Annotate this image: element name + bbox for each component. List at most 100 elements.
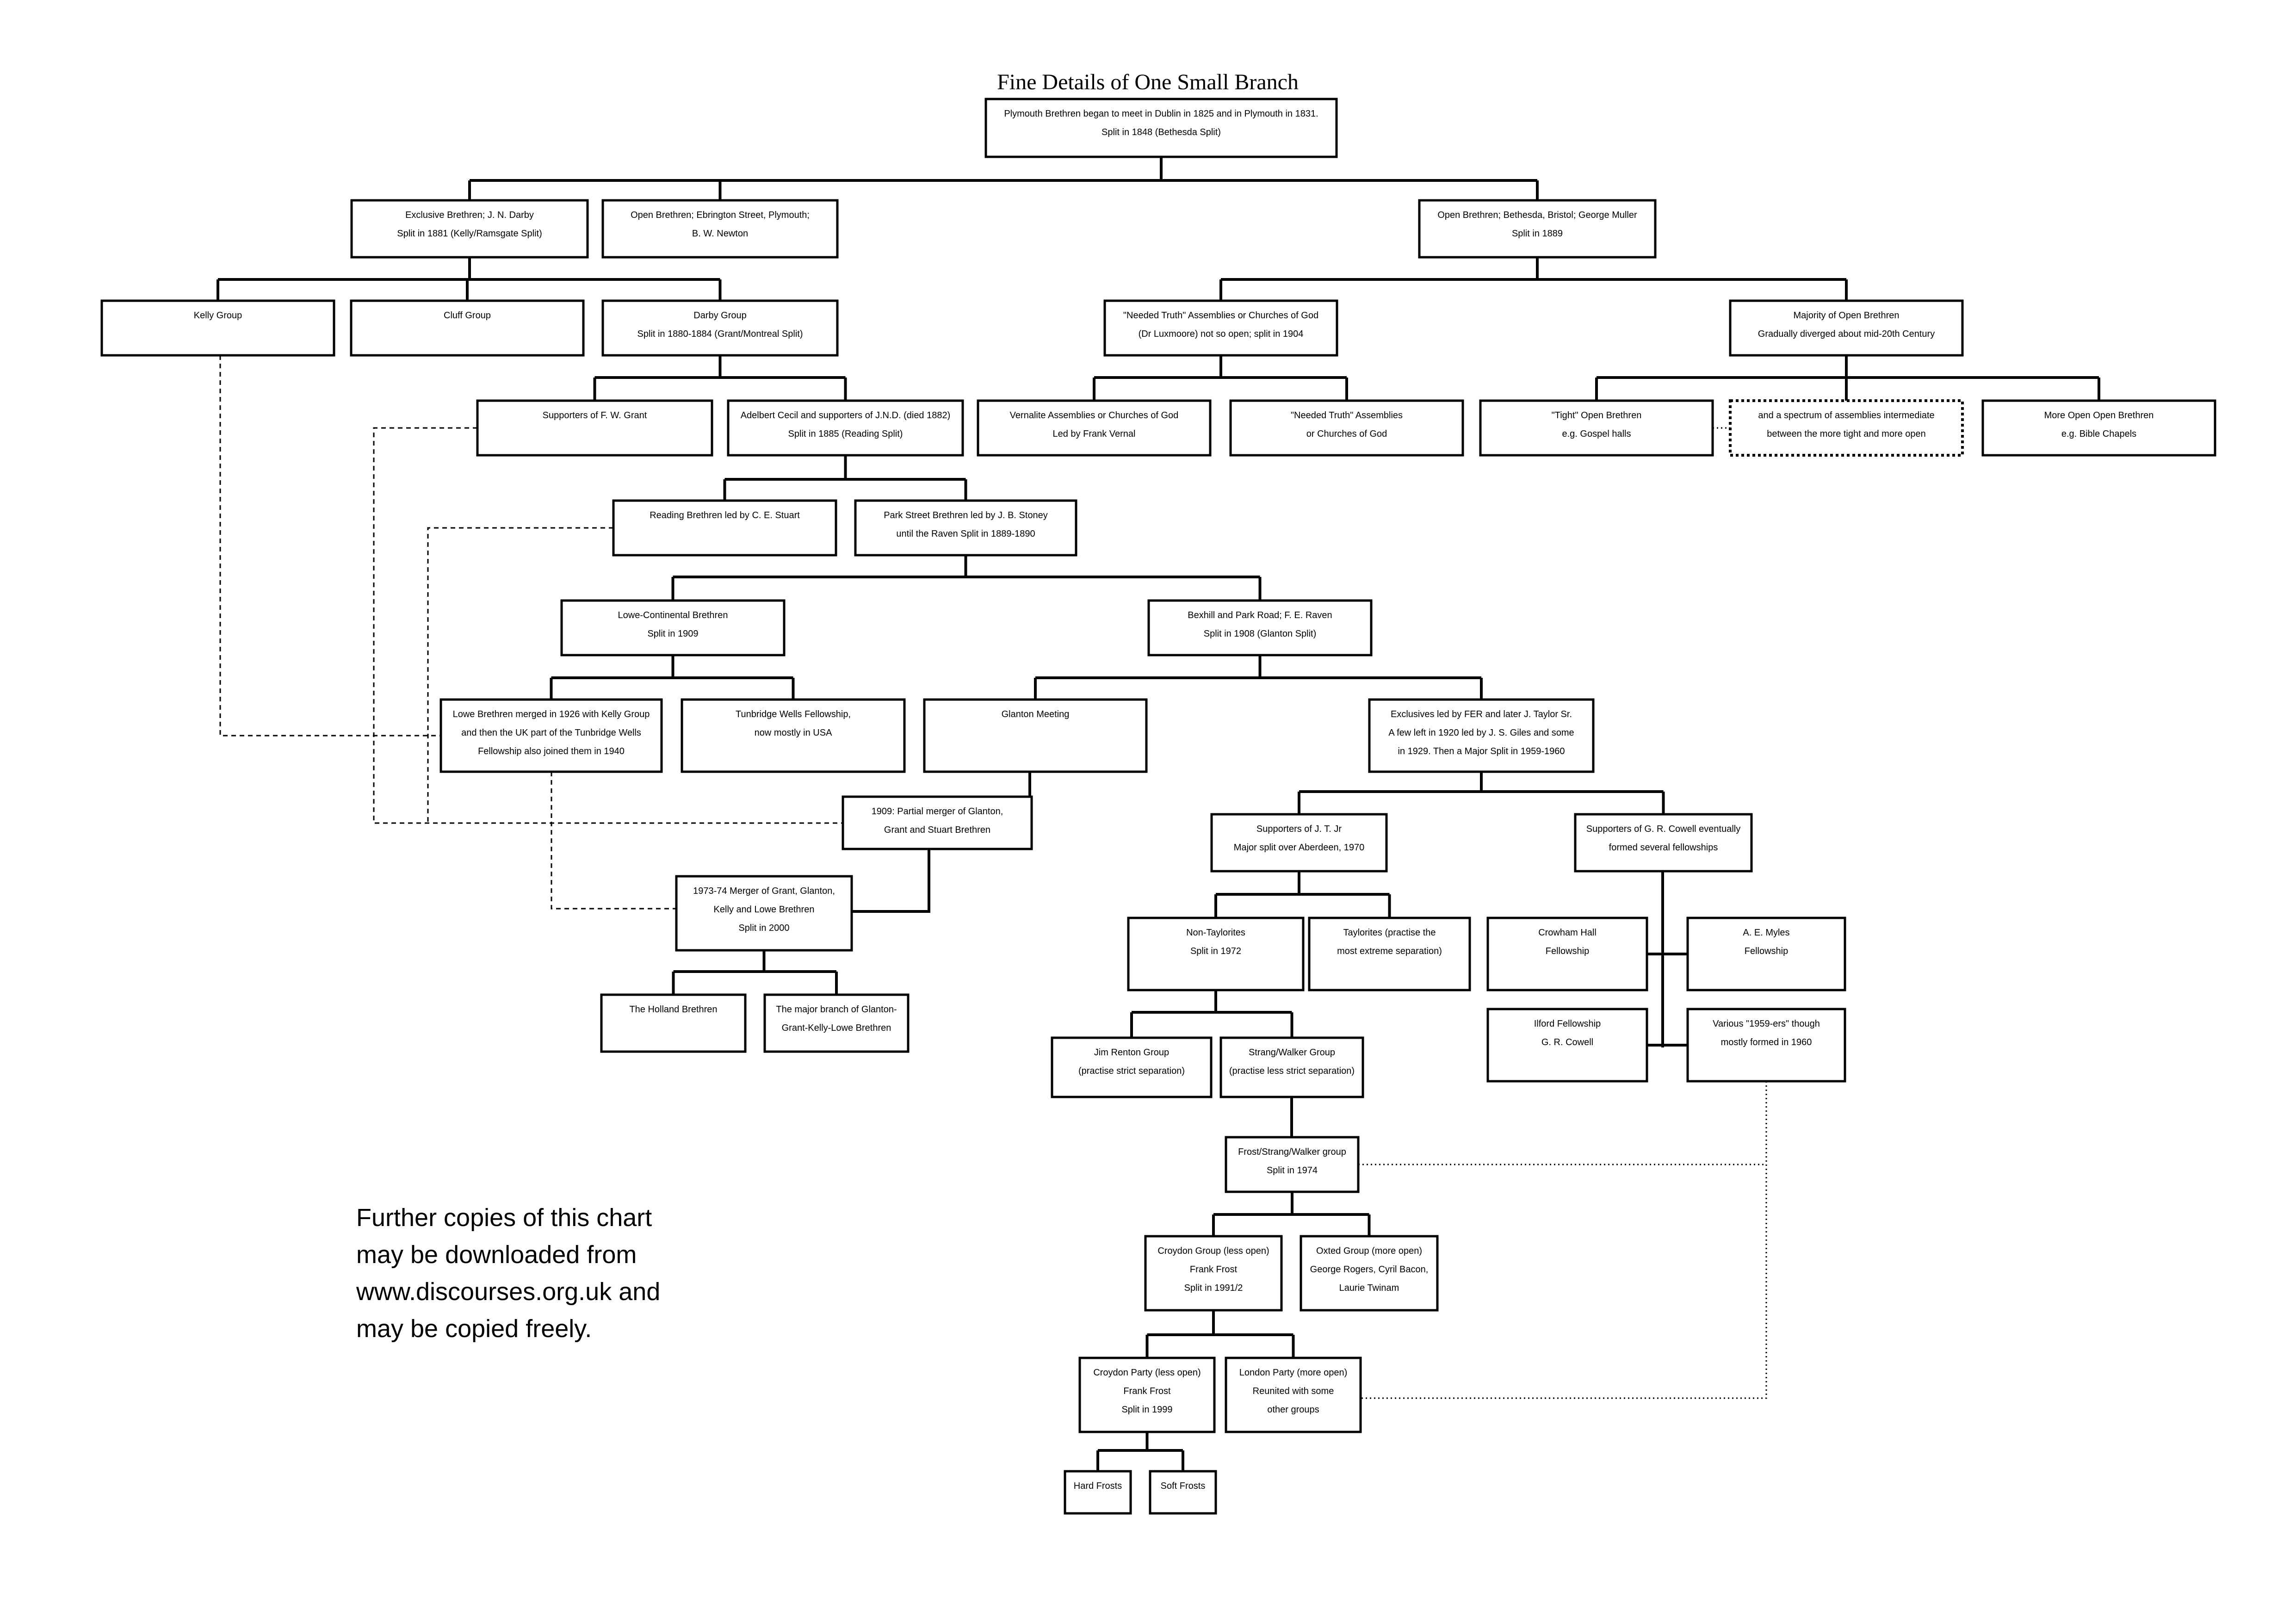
node-jim-renton: Jim Renton Group(practise strict separat… (1051, 1036, 1213, 1098)
node-glanton-meeting: Glanton Meeting (923, 698, 1148, 773)
node-open-bethesda: Open Brethren; Bethesda, Bristol; George… (1418, 199, 1657, 259)
node-label: Reading Brethren led by C. E. Stuart (650, 510, 800, 520)
node-oxted: Oxted Group (more open) George Rogers, Cy… (1300, 1235, 1439, 1312)
node-box (923, 698, 1148, 773)
node-label: Taylorites (practise the (1343, 928, 1436, 938)
node-label: Split in 1999 (1121, 1405, 1172, 1415)
node-label: The major branch of Glanton- (776, 1004, 897, 1015)
node-label: Park Street Brethren led by J. B. Stoney (884, 510, 1048, 520)
node-label: until the Raven Split in 1889-1890 (896, 529, 1035, 539)
node-label: Crowham Hall (1538, 928, 1597, 938)
node-box (854, 499, 1077, 557)
node-label: Soft Frosts (1161, 1481, 1206, 1491)
connectors (217, 157, 2100, 1471)
node-label: most extreme separation) (1337, 946, 1442, 956)
nodes: Plymouth Brethren began to meet in Dubli… (100, 98, 2216, 1515)
node-label: Split in 1909 (647, 629, 698, 639)
node-box (977, 399, 1212, 457)
node-box (1225, 1357, 1362, 1433)
node-adelbert: Adelbert Cecil and supporters of J.N.D. … (727, 399, 964, 457)
node-lowe-merged: Lowe Brethren merged in 1926 with Kelly … (439, 698, 663, 773)
node-label: A few left in 1920 led by J. S. Giles an… (1388, 728, 1574, 738)
node-label: Lowe Brethren merged in 1926 with Kelly … (453, 709, 650, 719)
node-box (1078, 1357, 1216, 1433)
node-label: or Churches of God (1306, 429, 1387, 439)
node-box (675, 875, 853, 952)
node-label: Open Brethren; Bethesda, Bristol; George… (1437, 210, 1637, 220)
node-exclusives-fer: Exclusives led by FER and later J. Taylo… (1368, 698, 1595, 773)
node-box (1486, 1008, 1648, 1083)
node-needed-truth: "Needed Truth" Assemblies or Churches of… (1103, 299, 1338, 357)
node-label: 1909: Partial merger of Glanton, (872, 806, 1003, 817)
node-box (600, 993, 747, 1053)
node-label: Frank Frost (1123, 1386, 1171, 1396)
node-label: Fellowship (1546, 946, 1589, 956)
download-note-line-1: Further copies of this chart (356, 1204, 652, 1232)
node-label: Split in 1974 (1267, 1165, 1318, 1176)
node-box (1064, 1470, 1132, 1515)
node-holland: The Holland Brethren (600, 993, 747, 1053)
download-note: Further copies of this chart may be down… (356, 1204, 667, 1343)
node-box (601, 299, 839, 357)
node-label: Glanton Meeting (1002, 709, 1070, 719)
node-label: Split in 1972 (1190, 946, 1241, 956)
relation-link-dotted (1361, 1081, 1767, 1399)
node-spectrum: and a spectrum of assemblies intermediat… (1729, 399, 1964, 457)
node-label: Frank Frost (1190, 1264, 1238, 1275)
node-label: Hard Frosts (1074, 1481, 1122, 1491)
node-label: Laurie Twinam (1339, 1283, 1399, 1293)
node-label: "Needed Truth" Assemblies or Churches of… (1123, 310, 1318, 321)
node-label: Lowe-Continental Brethren (618, 610, 728, 620)
node-label: (Dr Luxmoore) not so open; split in 1904 (1139, 329, 1304, 339)
merger-link-dashed (373, 427, 843, 824)
node-label: Split in 1908 (Glanton Split) (1204, 629, 1316, 639)
node-box (1210, 813, 1388, 873)
node-label: George Rogers, Cyril Bacon, (1310, 1264, 1429, 1275)
node-label: Split in 1881 (Kelly/Ramsgate Split) (397, 229, 542, 239)
node-label: Oxted Group (more open) (1316, 1246, 1422, 1256)
node-reading: Reading Brethren led by C. E. Stuart (612, 499, 837, 557)
node-label: Cluff Group (444, 310, 491, 321)
node-box (601, 199, 839, 259)
node-label: Reunited with some (1253, 1386, 1334, 1396)
node-partial-merger: 1909: Partial merger of Glanton, Grant an… (842, 795, 1033, 850)
node-croydon-group: Croydon Group (less open)Frank FrostSpli… (1144, 1235, 1283, 1312)
node-label: between the more tight and more open (1767, 429, 1926, 439)
merger-link-dashed (219, 355, 441, 737)
node-box (1368, 698, 1595, 773)
node-box (1144, 1235, 1283, 1312)
node-london-party: London Party (more open) Reunited with so… (1225, 1357, 1362, 1433)
node-label: Grant and Stuart Brethren (884, 825, 990, 835)
node-root: Plymouth Brethren began to meet in Dubli… (984, 98, 1338, 158)
node-supporters-cowell: Supporters of G. R. Cowell eventuallyfor… (1574, 813, 1753, 873)
node-label: (practise less strict separation) (1229, 1066, 1355, 1076)
node-label: Supporters of J. T. Jr (1256, 824, 1342, 834)
node-box (1486, 917, 1648, 991)
node-label: other groups (1267, 1405, 1319, 1415)
node-box (763, 993, 910, 1053)
node-label: Fellowship (1745, 946, 1788, 956)
node-label: Darby Group (693, 310, 747, 321)
node-box (1729, 299, 1964, 357)
node-box (1686, 917, 1846, 991)
node-box (1103, 299, 1338, 357)
node-croydon-party: Croydon Party (less open)Frank FrostSpli… (1078, 1357, 1216, 1433)
node-label: now mostly in USA (755, 728, 832, 738)
node-box (842, 795, 1033, 850)
node-label: "Tight" Open Brethren (1552, 410, 1642, 421)
node-box (1686, 1008, 1846, 1083)
node-vernalite: Vernalite Assemblies or Churches of GodL… (977, 399, 1212, 457)
node-label: London Party (more open) (1239, 1368, 1347, 1378)
node-label: Majority of Open Brethren (1794, 310, 1900, 321)
node-box (1149, 1470, 1217, 1515)
node-box (727, 399, 964, 457)
node-label: Tunbridge Wells Fellowship, (736, 709, 851, 719)
node-label: Supporters of F. W. Grant (543, 410, 647, 421)
node-label: Bexhill and Park Road; F. E. Raven (1188, 610, 1332, 620)
